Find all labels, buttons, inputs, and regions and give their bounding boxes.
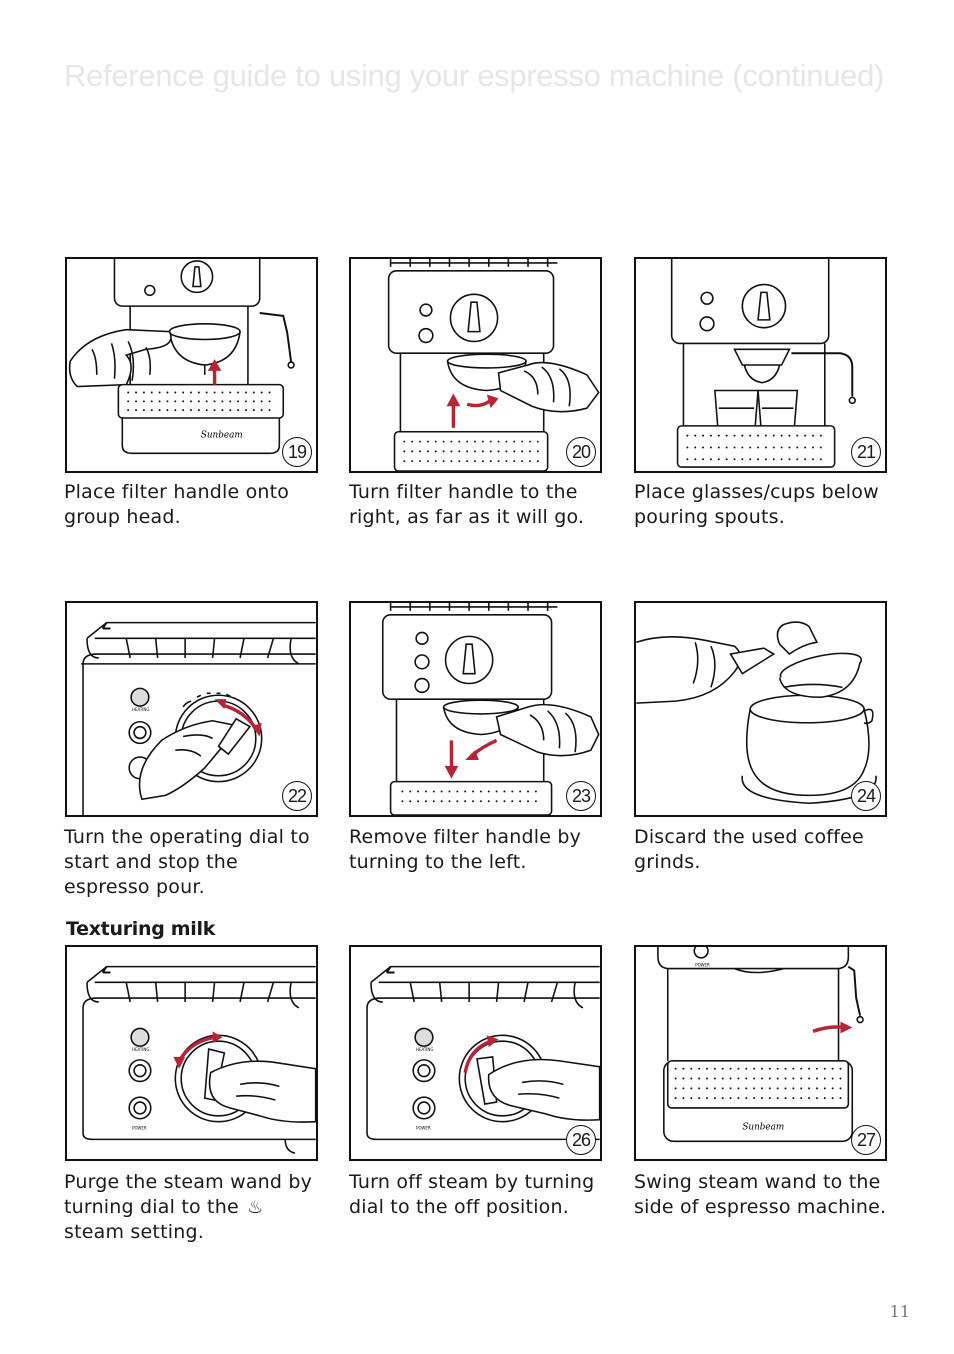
step-number-badge: 26 bbox=[566, 1125, 596, 1155]
page-title: Reference guide to using your espresso m… bbox=[64, 58, 885, 93]
svg-text:POWER: POWER bbox=[416, 1126, 431, 1131]
step-25-illustration: HEATING POWER bbox=[65, 945, 318, 1161]
step-number-badge: 22 bbox=[282, 781, 312, 811]
step-21-illustration: 21 bbox=[634, 257, 887, 473]
step-23-caption: Remove filter handle by turning to the l… bbox=[349, 826, 582, 873]
step-number-badge: 23 bbox=[566, 781, 596, 811]
svg-text:POWER: POWER bbox=[695, 963, 710, 968]
step-27-illustration: Sunbeam POWER 27 bbox=[634, 945, 887, 1161]
steam-icon: ♨ bbox=[247, 1197, 264, 1218]
place-cups-drawing bbox=[670, 259, 856, 468]
step-number-badge: 21 bbox=[851, 437, 881, 467]
discard-grinds-drawing bbox=[636, 621, 877, 805]
step-24-illustration: 24 bbox=[634, 601, 887, 817]
step-24-caption: Discard the used coffee grinds. bbox=[634, 826, 864, 873]
step-19-illustration: Sunbeam 19 bbox=[65, 257, 318, 473]
svg-text:HEATING: HEATING bbox=[132, 1047, 149, 1052]
step-23-illustration: 23 bbox=[349, 601, 602, 817]
swing-wand-drawing: Sunbeam POWER bbox=[657, 947, 864, 1143]
step-26-caption: Turn off steam by turning dial to the of… bbox=[349, 1171, 595, 1218]
page-number: 11 bbox=[889, 1302, 910, 1321]
steam-off-drawing: HEATING POWER bbox=[366, 965, 600, 1141]
svg-text:POWER: POWER bbox=[132, 1126, 147, 1131]
section-heading-texturing-milk: Texturing milk bbox=[66, 918, 216, 940]
step-26-illustration: HEATING POWER 26 bbox=[349, 945, 602, 1161]
step-27-caption: Swing steam wand to the side of espresso… bbox=[634, 1171, 887, 1218]
brand-logo-text: Sunbeam bbox=[201, 431, 243, 441]
step-number-badge: 20 bbox=[566, 437, 596, 467]
step-25-caption: Purge the steam wand by turning dial to … bbox=[64, 1171, 313, 1243]
remove-handle-drawing bbox=[381, 603, 600, 815]
lock-handle-drawing bbox=[387, 259, 600, 471]
step-21-caption: Place glasses/cups below pouring spouts. bbox=[634, 481, 879, 528]
purge-steam-drawing: HEATING POWER bbox=[82, 965, 316, 1154]
step-number-badge: 24 bbox=[851, 781, 881, 811]
step-22-caption: Turn the operating dial to start and sto… bbox=[64, 826, 310, 898]
step-22-illustration: HEATING 22 bbox=[65, 601, 318, 817]
svg-text:HEATING: HEATING bbox=[416, 1047, 433, 1052]
svg-text:HEATING: HEATING bbox=[132, 707, 149, 712]
step-20-caption: Turn filter handle to the right, as far … bbox=[349, 481, 585, 528]
step-20-illustration: 20 bbox=[349, 257, 602, 473]
step-number-badge: 19 bbox=[282, 437, 312, 467]
brand-logo-text: Sunbeam bbox=[742, 1123, 784, 1133]
place-handle-drawing: Sunbeam bbox=[68, 259, 295, 455]
operating-dial-drawing: HEATING bbox=[81, 621, 316, 815]
step-number-badge: 27 bbox=[851, 1125, 881, 1155]
step-19-caption: Place filter handle onto group head. bbox=[64, 481, 290, 528]
